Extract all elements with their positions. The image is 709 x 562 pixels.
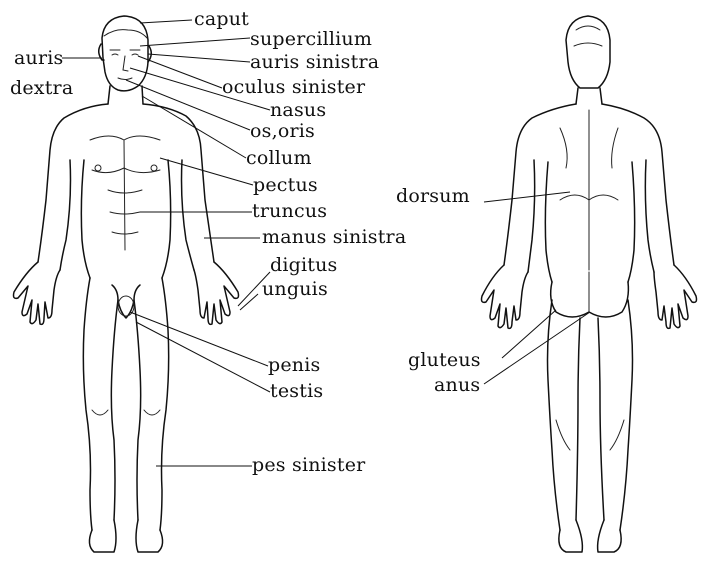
label-dextra: dextra	[10, 78, 73, 98]
label-pectus: pectus	[253, 175, 318, 195]
label-anus: anus	[434, 375, 480, 395]
label-dorsum: dorsum	[396, 186, 470, 206]
label-auris-sinistra: auris sinistra	[250, 52, 379, 72]
back-body-figure	[482, 16, 697, 552]
label-os-oris: os,oris	[250, 121, 315, 141]
label-testis: testis	[270, 381, 323, 401]
label-nasus: nasus	[270, 100, 326, 120]
label-oculus-sinister: oculus sinister	[222, 77, 365, 97]
label-supercillium: supercillium	[250, 29, 372, 49]
label-pes-sinister: pes sinister	[252, 455, 365, 475]
label-digitus: digitus	[270, 255, 338, 275]
label-auris: auris	[14, 48, 63, 68]
label-unguis: unguis	[262, 279, 328, 299]
label-caput: caput	[194, 9, 249, 29]
label-penis: penis	[268, 355, 320, 375]
label-collum: collum	[246, 148, 312, 168]
label-gluteus: gluteus	[408, 350, 481, 370]
label-manus-sinistra: manus sinistra	[262, 227, 406, 247]
label-truncus: truncus	[252, 201, 327, 221]
